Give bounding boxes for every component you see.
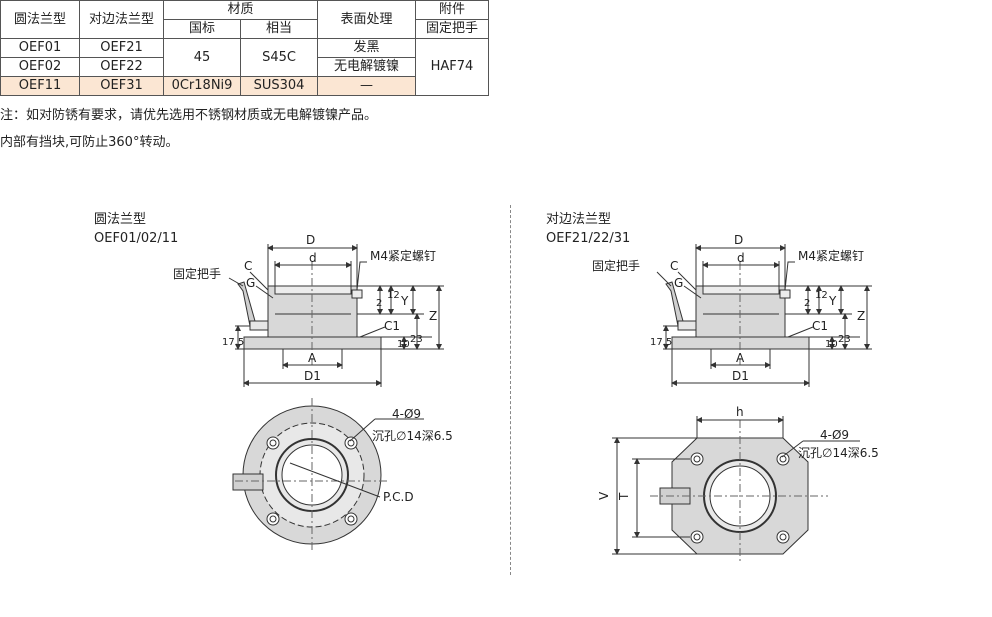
header-opposite-flange: 对边法兰型 [79, 0, 164, 39]
left-holes [266, 436, 358, 526]
label-10: 10 [397, 339, 410, 350]
label-D: D [734, 233, 743, 247]
label-h: h [736, 405, 744, 419]
header-accessory: 附件 [415, 0, 489, 20]
label-holes: 4-Ø9 [392, 407, 421, 421]
cell-equivalent-merged: S45C [240, 38, 318, 77]
cell-opposite: OEF22 [79, 57, 164, 77]
right-screw [779, 289, 791, 299]
label-10: 10 [825, 339, 838, 350]
label-D1: D1 [304, 369, 321, 383]
left-top-handle [232, 473, 264, 491]
label-12: 12 [815, 290, 828, 301]
cell-national-merged: 45 [163, 38, 241, 77]
label-12: 12 [387, 290, 400, 301]
right-side-view [656, 244, 872, 387]
label-Z: Z [429, 309, 437, 323]
label-d: d [309, 251, 317, 265]
left-side-view [228, 244, 444, 387]
left-models: OEF01/02/11 [94, 231, 179, 246]
left-top-labels: 4-Ø9 沉孔∅14深6.5 P.C.D [372, 407, 453, 504]
label-d: d [737, 251, 745, 265]
label-23: 23 [838, 334, 851, 345]
right-title: 对边法兰型 [546, 212, 612, 227]
label-C1: C1 [384, 319, 400, 333]
label-D1: D1 [732, 369, 749, 383]
label-screw: M4紧定螺钉 [370, 248, 436, 263]
label-C: C [670, 259, 678, 273]
label-handle: 固定把手 [592, 258, 640, 273]
label-D: D [306, 233, 315, 247]
divider [510, 205, 511, 575]
left-side-labels: D d C G M4紧定螺钉 固定把手 A D1 C1 Z Y 2 12 10 … [173, 233, 437, 383]
cell-national: 0Cr18Ni9 [163, 76, 241, 96]
left-caption: 圆法兰型 OEF01/02/11 [94, 210, 178, 248]
label-screw: M4紧定螺钉 [798, 248, 864, 263]
header-fixed-handle: 固定把手 [415, 19, 489, 39]
right-top-view [612, 416, 860, 562]
label-Y: Y [400, 294, 409, 308]
cell-surface: — [317, 76, 416, 96]
label-Z: Z [857, 309, 865, 323]
label-A: A [308, 351, 317, 365]
label-17-5: 17.5 [650, 337, 672, 348]
label-C: C [244, 259, 252, 273]
note-rust: 注：如对防锈有要求，请优先选用不锈钢材质或无电解镀镍产品。 [0, 108, 378, 123]
note-stopper: 内部有挡块,可防止360°转动。 [0, 135, 179, 150]
label-2: 2 [376, 298, 382, 309]
label-2: 2 [804, 298, 810, 309]
table-row: OEF11 OEF31 0Cr18Ni9 SUS304 — [0, 76, 489, 96]
label-counterbore: 沉孔∅14深6.5 [798, 446, 879, 460]
left-screw [351, 289, 363, 299]
header-round-flange: 圆法兰型 [0, 0, 80, 39]
label-holes: 4-Ø9 [820, 428, 849, 442]
cell-round: OEF01 [0, 38, 80, 58]
cell-opposite: OEF31 [79, 76, 164, 96]
cell-round: OEF11 [0, 76, 80, 96]
label-V: V [597, 491, 611, 500]
spec-table: 圆法兰型 对边法兰型 材质 表面处理 附件 国标 相当 固定把手 OEF01 O… [0, 0, 489, 96]
label-G: G [246, 276, 255, 290]
label-counterbore: 沉孔∅14深6.5 [372, 429, 453, 443]
label-T: T [617, 492, 631, 501]
label-17-5: 17.5 [222, 337, 244, 348]
label-G: G [674, 276, 683, 290]
header-national-std: 国标 [163, 19, 241, 39]
label-handle: 固定把手 [173, 266, 221, 281]
right-top-labels: h 4-Ø9 沉孔∅14深6.5 V T [597, 405, 879, 501]
label-Y: Y [828, 294, 837, 308]
label-23: 23 [410, 334, 423, 345]
cell-round: OEF02 [0, 57, 80, 77]
label-pcd: P.C.D [383, 490, 414, 504]
label-A: A [736, 351, 745, 365]
right-models: OEF21/22/31 [546, 231, 631, 246]
left-title: 圆法兰型 [94, 212, 147, 227]
right-side-labels: D d C G M4紧定螺钉 固定把手 A D1 C1 Z Y 2 12 10 … [592, 233, 865, 383]
cell-accessory-merged: HAF74 [415, 38, 489, 96]
label-C1: C1 [812, 319, 828, 333]
cell-equivalent: SUS304 [240, 76, 318, 96]
right-holes [690, 452, 790, 544]
left-top-view [232, 398, 424, 553]
right-caption: 对边法兰型 OEF21/22/31 [546, 210, 630, 248]
